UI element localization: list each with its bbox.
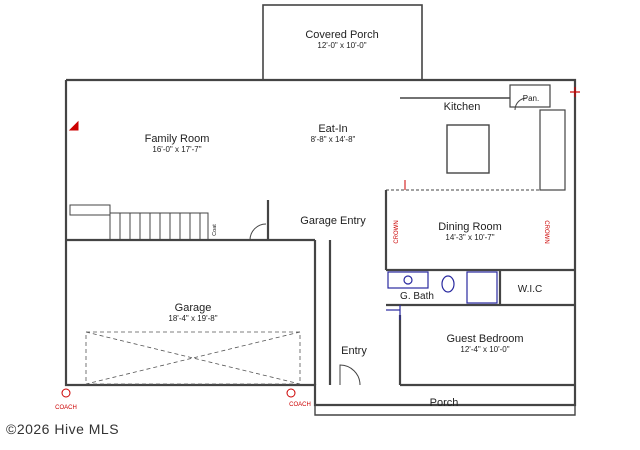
- door-swings: [249, 97, 528, 386]
- red-markers: [61, 87, 580, 398]
- coach-light-right-icon: [286, 388, 296, 398]
- coach-label-right: COACH: [289, 402, 311, 408]
- stairs: [69, 204, 209, 241]
- garage-dims: 18'-4" x 19'-8": [168, 314, 217, 323]
- dining-room-name: Dining Room: [438, 221, 502, 233]
- garage-name: Garage: [175, 302, 212, 314]
- smoke-marker-icon: [68, 120, 79, 131]
- bath-fixtures: [386, 271, 498, 320]
- pantry-name: Pan.: [523, 94, 539, 103]
- porch-name: Porch: [430, 397, 459, 409]
- family-room-dims: 16'-0" x 17'-7": [152, 145, 201, 154]
- coach-light-left-icon: [61, 388, 71, 398]
- crown-label-right: CROWN: [543, 220, 549, 243]
- eat-in-name: Eat-In: [318, 123, 347, 135]
- walls: [64, 4, 577, 416]
- coat-label: Coat: [212, 224, 218, 236]
- guest-bedroom-dims: 12'-4" x 10'-0": [460, 345, 509, 354]
- garage-entry-name: Garage Entry: [300, 215, 366, 227]
- porch-outline: [314, 405, 576, 416]
- garage-door: [85, 331, 301, 385]
- covered-porch-dims: 12'-0" x 10'-0": [317, 41, 366, 50]
- copyright-footer: ©2026 Hive MLS: [6, 421, 120, 437]
- kitchen-island: [446, 124, 490, 174]
- guest-bedroom-name: Guest Bedroom: [446, 333, 523, 345]
- coach-label-left: COACH: [55, 405, 77, 411]
- dining-room-dims: 14'-3" x 10'-7": [445, 233, 494, 242]
- kitchen-name: Kitchen: [444, 101, 481, 113]
- eat-in-dims: 8'-8" x 14'-8": [311, 135, 356, 144]
- g-bath-name: G. Bath: [400, 291, 434, 302]
- pantry-box: [509, 84, 551, 108]
- family-room-name: Family Room: [145, 133, 210, 145]
- crown-label-left: CROWN: [394, 220, 400, 243]
- covered-porch-name: Covered Porch: [305, 29, 378, 41]
- wic-name: W.I.C: [518, 284, 542, 295]
- right-counter: [539, 109, 566, 191]
- entry-name: Entry: [341, 345, 367, 357]
